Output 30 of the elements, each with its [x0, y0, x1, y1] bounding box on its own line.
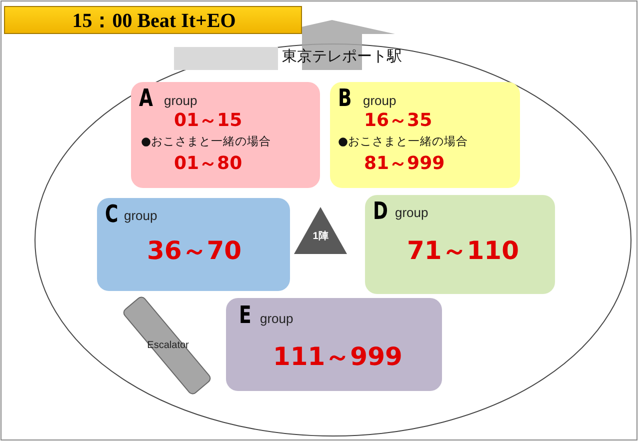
number-range: 81～999 — [364, 155, 445, 173]
group-label: group — [395, 206, 428, 219]
title-text: 15：00 Beat It+EO — [71, 11, 237, 31]
group-label: group — [363, 94, 396, 107]
marker-label: 1陣 — [312, 232, 330, 242]
triangle-marker — [294, 207, 347, 254]
building-box — [174, 47, 278, 70]
group-letter: A — [139, 86, 153, 110]
note-text: ●おこさまと一緒の場合 — [338, 136, 468, 148]
group-zone — [365, 195, 555, 294]
number-range: 71～110 — [407, 238, 519, 263]
group-label: group — [124, 209, 158, 222]
group-letter: E — [239, 303, 252, 327]
number-range: 01～15 — [174, 112, 242, 130]
station-name: 東京テレポート駅 — [282, 49, 402, 64]
group-zone — [226, 298, 442, 391]
group-zone — [131, 82, 320, 188]
group-label: group — [164, 94, 198, 107]
group-zone — [330, 82, 520, 188]
note-text: ●おこさまと一緒の場合 — [141, 136, 272, 148]
group-zone — [97, 198, 290, 291]
group-letter: B — [338, 86, 352, 110]
number-range: 36～70 — [147, 238, 242, 263]
number-range: 01～80 — [174, 155, 242, 173]
group-label: group — [260, 312, 294, 325]
number-range: 111～999 — [273, 344, 402, 369]
title-banner — [4, 6, 302, 34]
group-letter: C — [105, 202, 118, 226]
group-letter: D — [373, 199, 388, 223]
number-range: 16～35 — [364, 112, 432, 130]
